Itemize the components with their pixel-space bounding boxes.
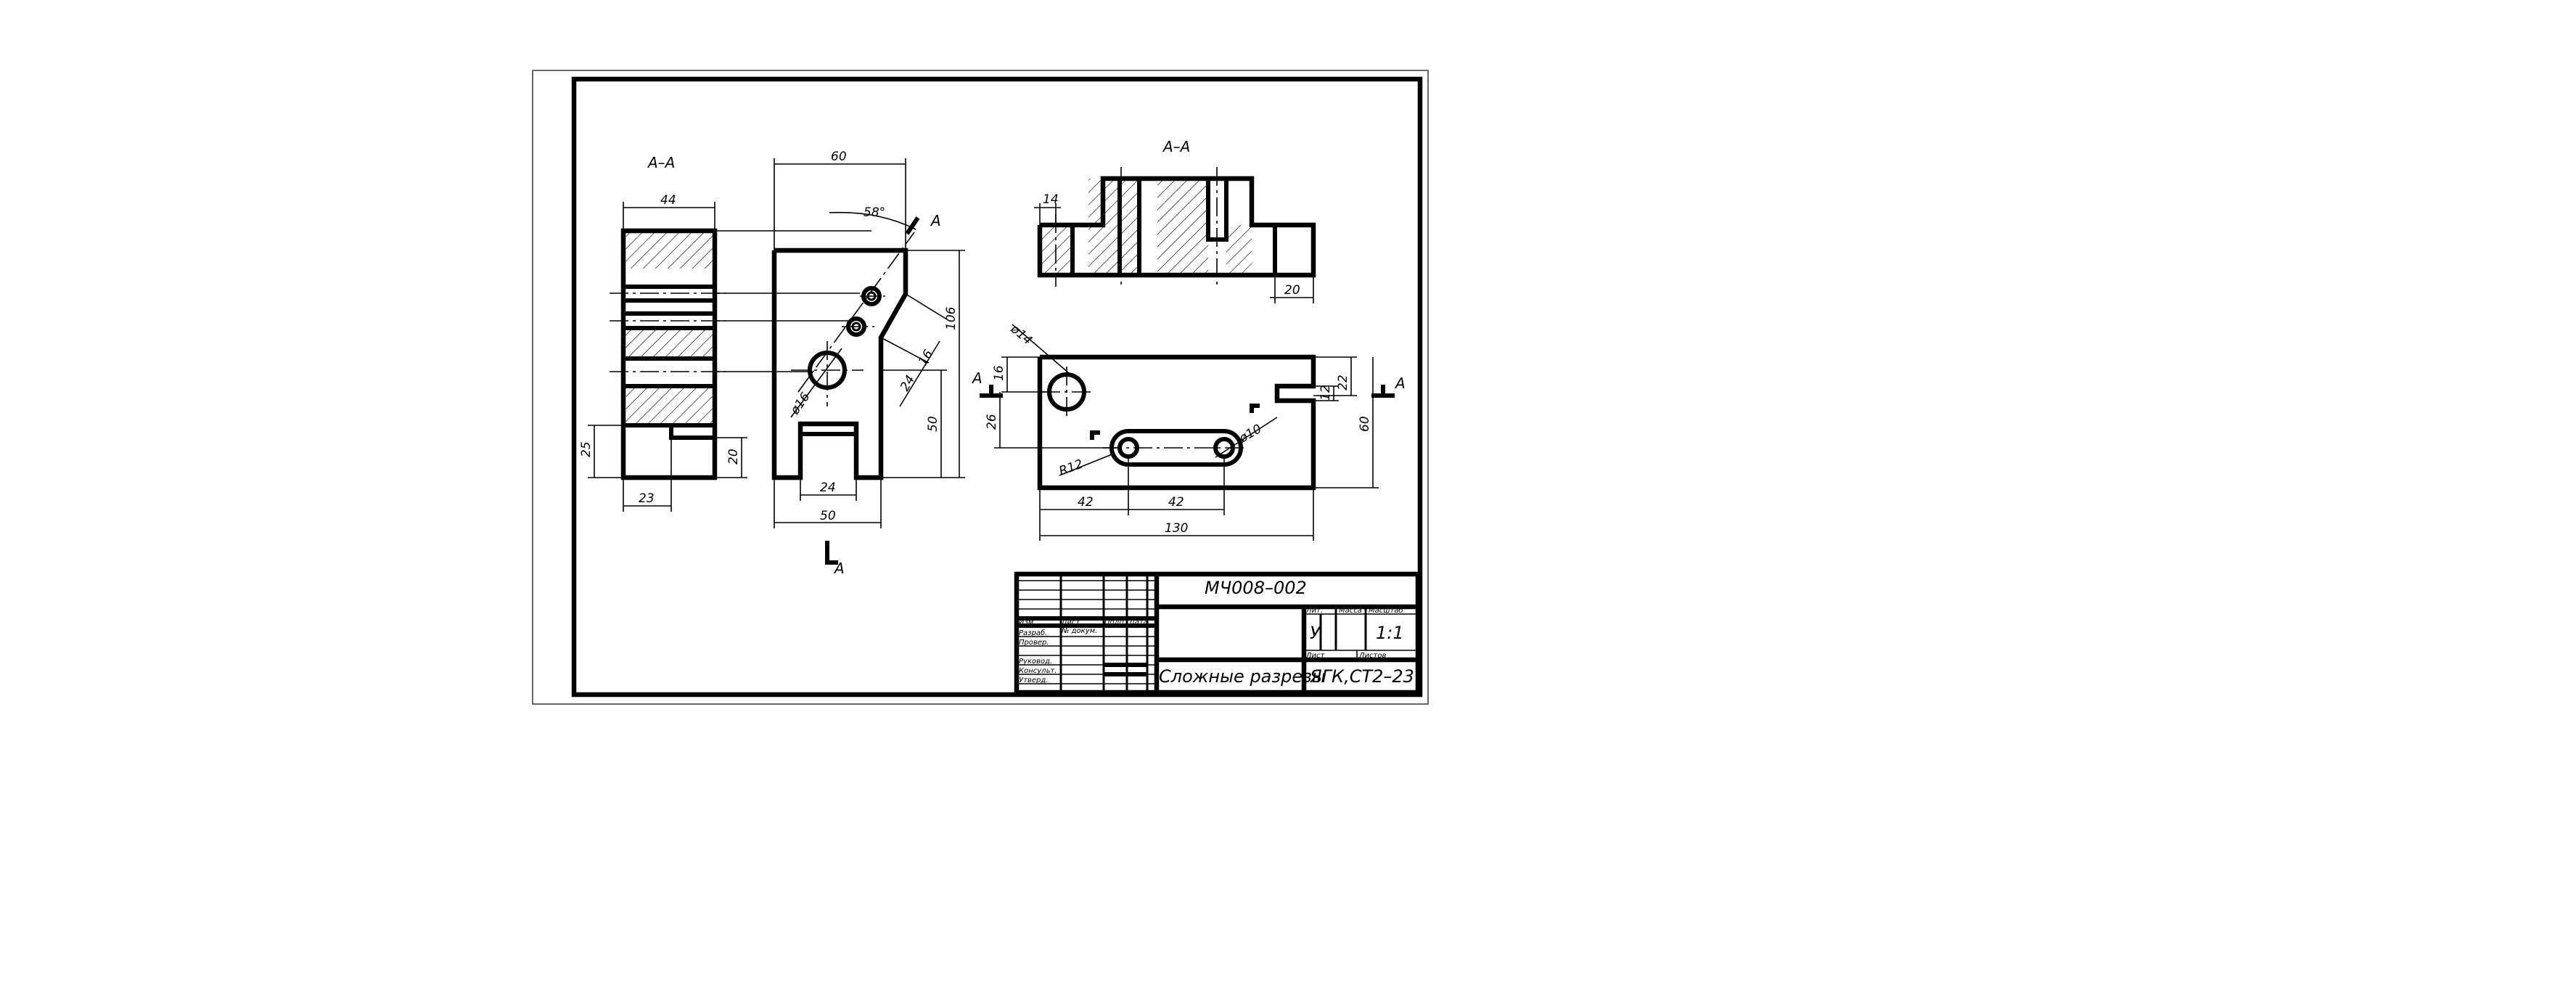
dim-plan-left-height: 26 bbox=[985, 414, 999, 430]
tb-role-4: Консульт. bbox=[1019, 667, 1057, 675]
plan-view: А А ø14 16 26 R12 ø10 42 42 130 12 22 bbox=[971, 322, 1406, 541]
tb-role-5: Утверд. bbox=[1019, 676, 1048, 684]
dim-front-slot: 24 bbox=[820, 480, 836, 495]
tb-header-col-4: Дата bbox=[1128, 618, 1148, 626]
cut-label-bottom: А bbox=[833, 560, 845, 577]
dim-plan-spacing-2: 42 bbox=[1168, 495, 1184, 510]
dim-front-width-top: 60 bbox=[831, 150, 847, 164]
front-view: 60 58° 106 50 24 16 ø16 24 50 А А bbox=[715, 150, 965, 577]
cut-label-front: А bbox=[930, 212, 941, 229]
tb-right-header-0: Лит. bbox=[1305, 607, 1323, 615]
cut-label-plan-left: А bbox=[971, 369, 983, 387]
tb-role-1: Провер. bbox=[1019, 639, 1049, 647]
dim-side-bottom: 23 bbox=[639, 491, 655, 506]
dim-front-hole-dia: ø16 bbox=[787, 390, 813, 418]
dim-plan-left-offset: 16 bbox=[992, 365, 1006, 381]
dim-plan-right-notch: 12 bbox=[1318, 385, 1333, 401]
tb-right-header-3: Лист bbox=[1305, 652, 1326, 660]
tb-designation: МЧ008–002 bbox=[1205, 578, 1307, 598]
dim-plan-spacing-1: 42 bbox=[1078, 495, 1094, 510]
tb-role-3: Руковод. bbox=[1019, 658, 1052, 666]
left-section-view: 44 23 25 20 А–А bbox=[579, 154, 747, 512]
dim-front-height: 106 bbox=[944, 306, 959, 330]
dim-plan-hole-dia: ø14 bbox=[1007, 322, 1035, 348]
tb-header-col-1: Лист bbox=[1061, 618, 1081, 626]
sheet-outer-border bbox=[532, 70, 1429, 705]
tb-letter: У bbox=[1310, 623, 1321, 643]
dim-front-lower-height: 50 bbox=[926, 416, 940, 432]
dim-side-right-height: 20 bbox=[726, 449, 741, 465]
tb-header-col-0: Изм bbox=[1019, 618, 1034, 626]
left-section-label: А–А bbox=[647, 154, 675, 171]
tb-right-header-4: Листов bbox=[1358, 652, 1386, 660]
tb-right-header-2: Масштаб bbox=[1369, 606, 1403, 615]
sheet-inner-frame bbox=[571, 76, 1423, 698]
tb-group: ЯГК,СТ2–23 bbox=[1309, 666, 1414, 687]
tb-drawing-title: Сложные разрезы bbox=[1159, 666, 1326, 687]
dim-plan-slot-radius: R12 bbox=[1057, 457, 1085, 478]
tb-header-col-3: Подп. bbox=[1104, 618, 1126, 626]
dim-side-left-height: 25 bbox=[579, 441, 594, 457]
dim-front-angle: 58° bbox=[864, 205, 885, 220]
dim-plan-right-height: 60 bbox=[1358, 416, 1372, 432]
dim-plan-right-22: 22 bbox=[1336, 375, 1350, 390]
tb-header-col-2: № докум. bbox=[1061, 627, 1097, 635]
dim-top-left: 14 bbox=[1043, 192, 1059, 207]
tb-right-header-1: Масса bbox=[1339, 607, 1362, 615]
top-section-label: А–А bbox=[1162, 138, 1190, 155]
tb-role-0: Разраб. bbox=[1019, 629, 1047, 637]
tb-scale: 1:1 bbox=[1376, 623, 1404, 643]
dim-front-step: 16 bbox=[916, 348, 936, 369]
dim-front-chamfer: 24 bbox=[898, 373, 918, 394]
cut-label-plan-right: А bbox=[1394, 375, 1406, 392]
dim-top-right: 20 bbox=[1284, 283, 1300, 298]
dim-front-base: 50 bbox=[820, 509, 836, 523]
top-section-view: 14 20 А–А bbox=[1034, 138, 1316, 303]
dim-plan-total: 130 bbox=[1165, 521, 1188, 536]
title-block: Лист № докум. Подп. Дата Изм Разраб. Про… bbox=[1014, 571, 1421, 695]
dim-side-width: 44 bbox=[660, 193, 676, 208]
